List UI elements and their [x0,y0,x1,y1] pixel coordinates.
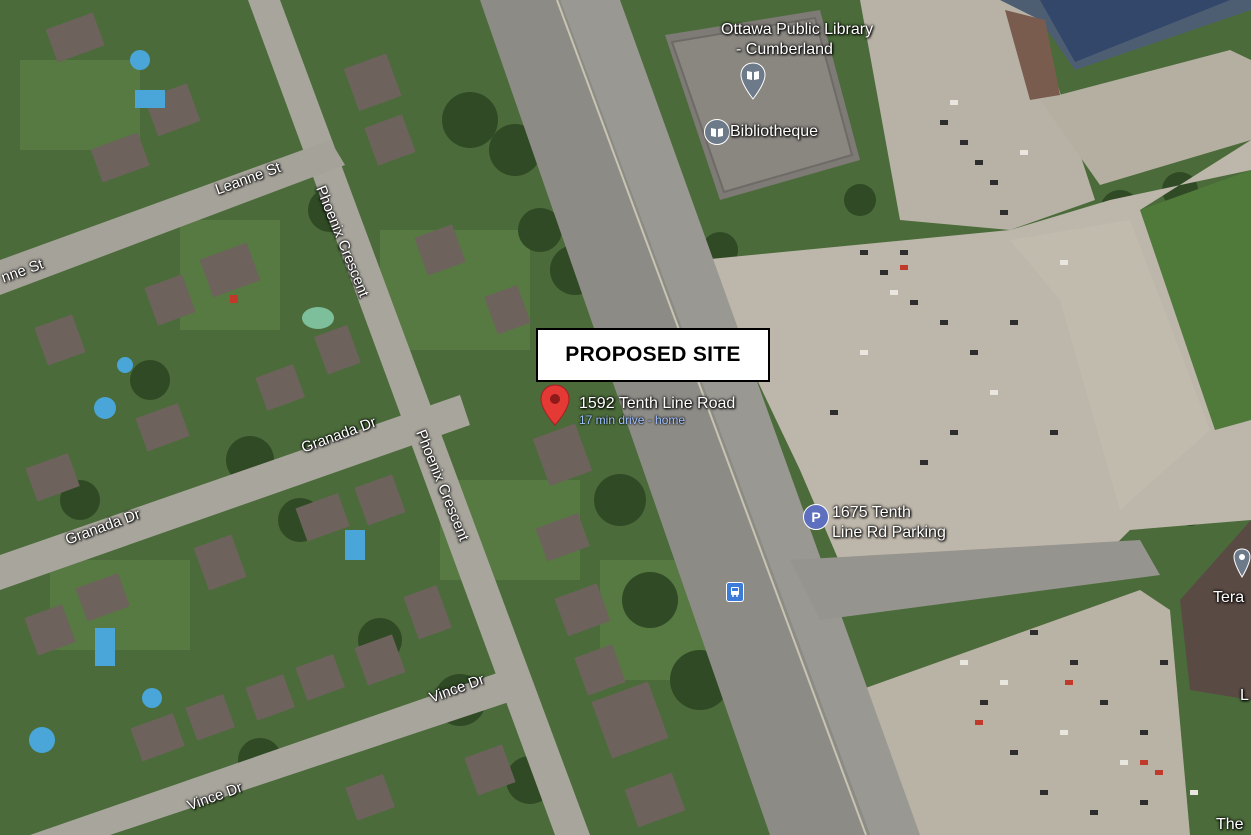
parking-icon[interactable]: P [803,504,829,530]
l-partial-label[interactable]: L [1240,687,1249,704]
tera-partial-label[interactable]: Tera [1213,589,1245,606]
proposed-site-callout: PROPOSED SITE [536,328,770,382]
parking-letter: P [811,509,821,525]
book-icon [711,128,723,137]
site-pin[interactable] [540,384,570,431]
parking-name-line1[interactable]: 1675 Tenth [832,504,911,521]
drive-time-label[interactable]: 17 min drive - home [579,413,686,427]
site-address-label[interactable]: 1592 Tenth Line Road [579,395,736,412]
proposed-site-label: PROPOSED SITE [565,343,741,366]
the-partial-label[interactable]: The [1216,816,1244,833]
location-marker-icon [1233,548,1251,578]
right-edge-marker[interactable] [1233,548,1251,583]
library-name-line2[interactable]: - Cumberland [736,41,833,58]
red-location-pin-icon [540,384,570,426]
parking-name-line2[interactable]: Line Rd Parking [832,524,946,541]
library-name-line1[interactable]: Ottawa Public Library [721,21,874,38]
bus-icon [731,587,739,597]
library-marker[interactable] [740,62,766,105]
book-marker-icon [740,62,766,100]
bibliotheque-label[interactable]: Bibliotheque [730,123,819,140]
bus-stop-icon[interactable] [726,582,744,602]
bibliotheque-marker[interactable] [704,119,730,145]
